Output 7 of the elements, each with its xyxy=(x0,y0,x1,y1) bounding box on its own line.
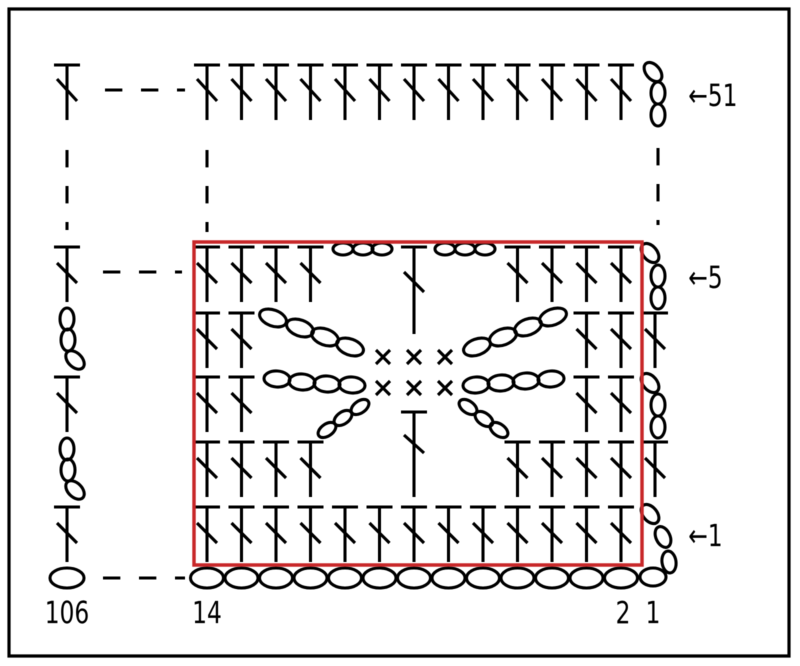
row-number: ←51 xyxy=(689,84,736,106)
row-number: ←1 xyxy=(689,524,720,546)
row-number: ←5 xyxy=(689,266,721,288)
stitch-number: 2 xyxy=(617,600,628,624)
stitch-number: 106 xyxy=(47,600,88,624)
stitch-number: 14 xyxy=(194,600,221,624)
stitch-number: 1 xyxy=(648,600,658,624)
